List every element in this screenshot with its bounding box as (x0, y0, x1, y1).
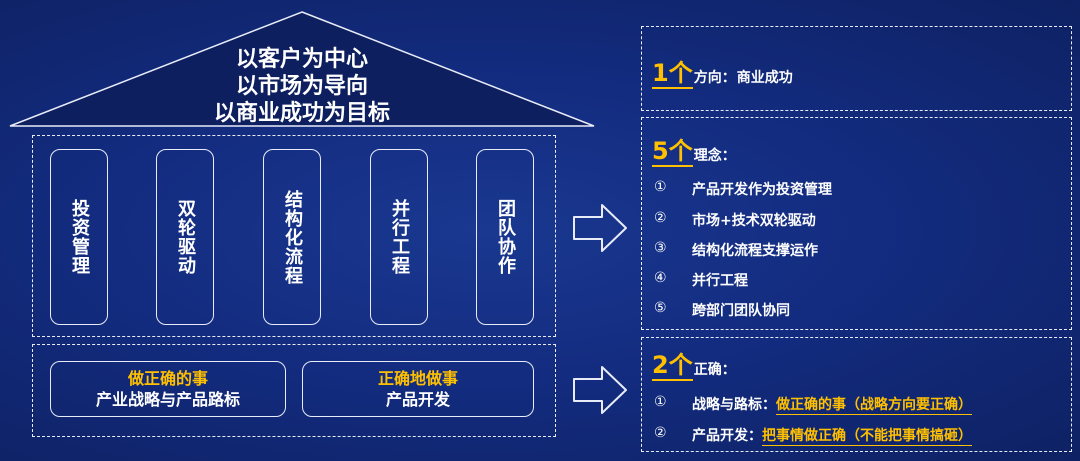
concepts-label: 理念： (693, 148, 736, 164)
list-item: ③ 结构化流程支撑运作 (654, 240, 818, 260)
list-text: 跨部门团队协同 (692, 303, 790, 319)
pillar-label: 团队协作 (495, 199, 516, 275)
correct-panel: 2个 正确： ① 战略与路标： 做正确的事（战略方向要正确） ② 产品开发： 把… (641, 337, 1072, 452)
list-marker: ② (654, 425, 667, 441)
house-roof (9, 11, 595, 127)
foundation-item-2: 正确地做事 产品开发 (302, 361, 534, 417)
pillar-3: 结构化流程 (263, 149, 321, 325)
list-item: ④ 并行工程 (654, 270, 748, 290)
list-highlight: 把事情做正确（不能把事情搞砸） (762, 425, 972, 446)
list-text: 市场+技术双轮驱动 (692, 213, 816, 229)
pillar-2: 双轮驱动 (156, 149, 214, 325)
concepts-count: 5个 (652, 137, 693, 167)
direction-panel: 1个 方向： 商业成功 (641, 26, 1072, 111)
pillar-label: 双轮驱动 (175, 199, 196, 275)
direction-text: 商业成功 (736, 70, 793, 86)
right-arrow-icon (573, 204, 627, 252)
direction-label: 方向： (693, 70, 736, 86)
correct-count: 2个 (652, 351, 693, 381)
foundation-item-1: 做正确的事 产业战略与产品路标 (50, 361, 286, 417)
list-marker: ① (654, 179, 667, 195)
list-marker: ② (654, 210, 667, 226)
pillar-label: 投资管理 (69, 199, 90, 275)
pillar-1: 投资管理 (50, 149, 108, 325)
list-highlight: 做正确的事（战略方向要正确） (776, 394, 972, 415)
foundation-container: 做正确的事 产业战略与产品路标 正确地做事 产品开发 (32, 344, 556, 437)
list-item: ⑤ 跨部门团队协同 (654, 300, 790, 320)
roof-line-3: 以商业成功为目标 (213, 101, 390, 126)
list-marker: ⑤ (654, 300, 667, 316)
foundation-title: 正确地做事 (377, 369, 458, 388)
foundation-subtitle: 产品开发 (385, 390, 450, 409)
right-arrow-icon (573, 366, 627, 414)
panel-heading: 2个 正确： (652, 352, 736, 381)
list-item: ② 产品开发： 把事情做正确（不能把事情搞砸） (654, 425, 972, 446)
pillar-5: 团队协作 (476, 149, 534, 325)
roof-text: 以客户为中心 以市场为导向 以商业成功为目标 (8, 46, 596, 127)
concepts-panel: 5个 理念： ① 产品开发作为投资管理 ② 市场+技术双轮驱动 ③ 结构化流程支… (641, 117, 1072, 330)
panel-heading: 5个 理念： (652, 138, 736, 167)
list-prefix: 产品开发： (692, 428, 762, 444)
list-text: 结构化流程支撑运作 (692, 243, 818, 259)
foundation-subtitle: 产业战略与产品路标 (95, 390, 240, 409)
list-marker: ③ (654, 240, 667, 256)
list-text: 并行工程 (692, 273, 748, 289)
list-marker: ① (654, 394, 667, 410)
roof-line-2: 以市场为导向 (235, 74, 368, 99)
direction-count: 1个 (652, 59, 693, 89)
pillars-container: 投资管理 双轮驱动 结构化流程 并行工程 团队协作 (32, 135, 556, 337)
list-marker: ④ (654, 270, 667, 286)
list-item: ① 产品开发作为投资管理 (654, 179, 832, 199)
correct-label: 正确： (693, 362, 736, 378)
list-text: 产品开发作为投资管理 (692, 182, 832, 198)
roof-line-1: 以客户为中心 (235, 47, 368, 72)
panel-heading: 1个 方向： 商业成功 (652, 60, 793, 89)
list-item: ② 市场+技术双轮驱动 (654, 210, 816, 230)
pillar-4: 并行工程 (370, 149, 428, 325)
list-item: ① 战略与路标： 做正确的事（战略方向要正确） (654, 394, 972, 415)
pillar-label: 并行工程 (389, 199, 410, 275)
pillar-label: 结构化流程 (282, 189, 303, 285)
foundation-title: 做正确的事 (127, 369, 208, 388)
list-prefix: 战略与路标： (692, 397, 776, 413)
